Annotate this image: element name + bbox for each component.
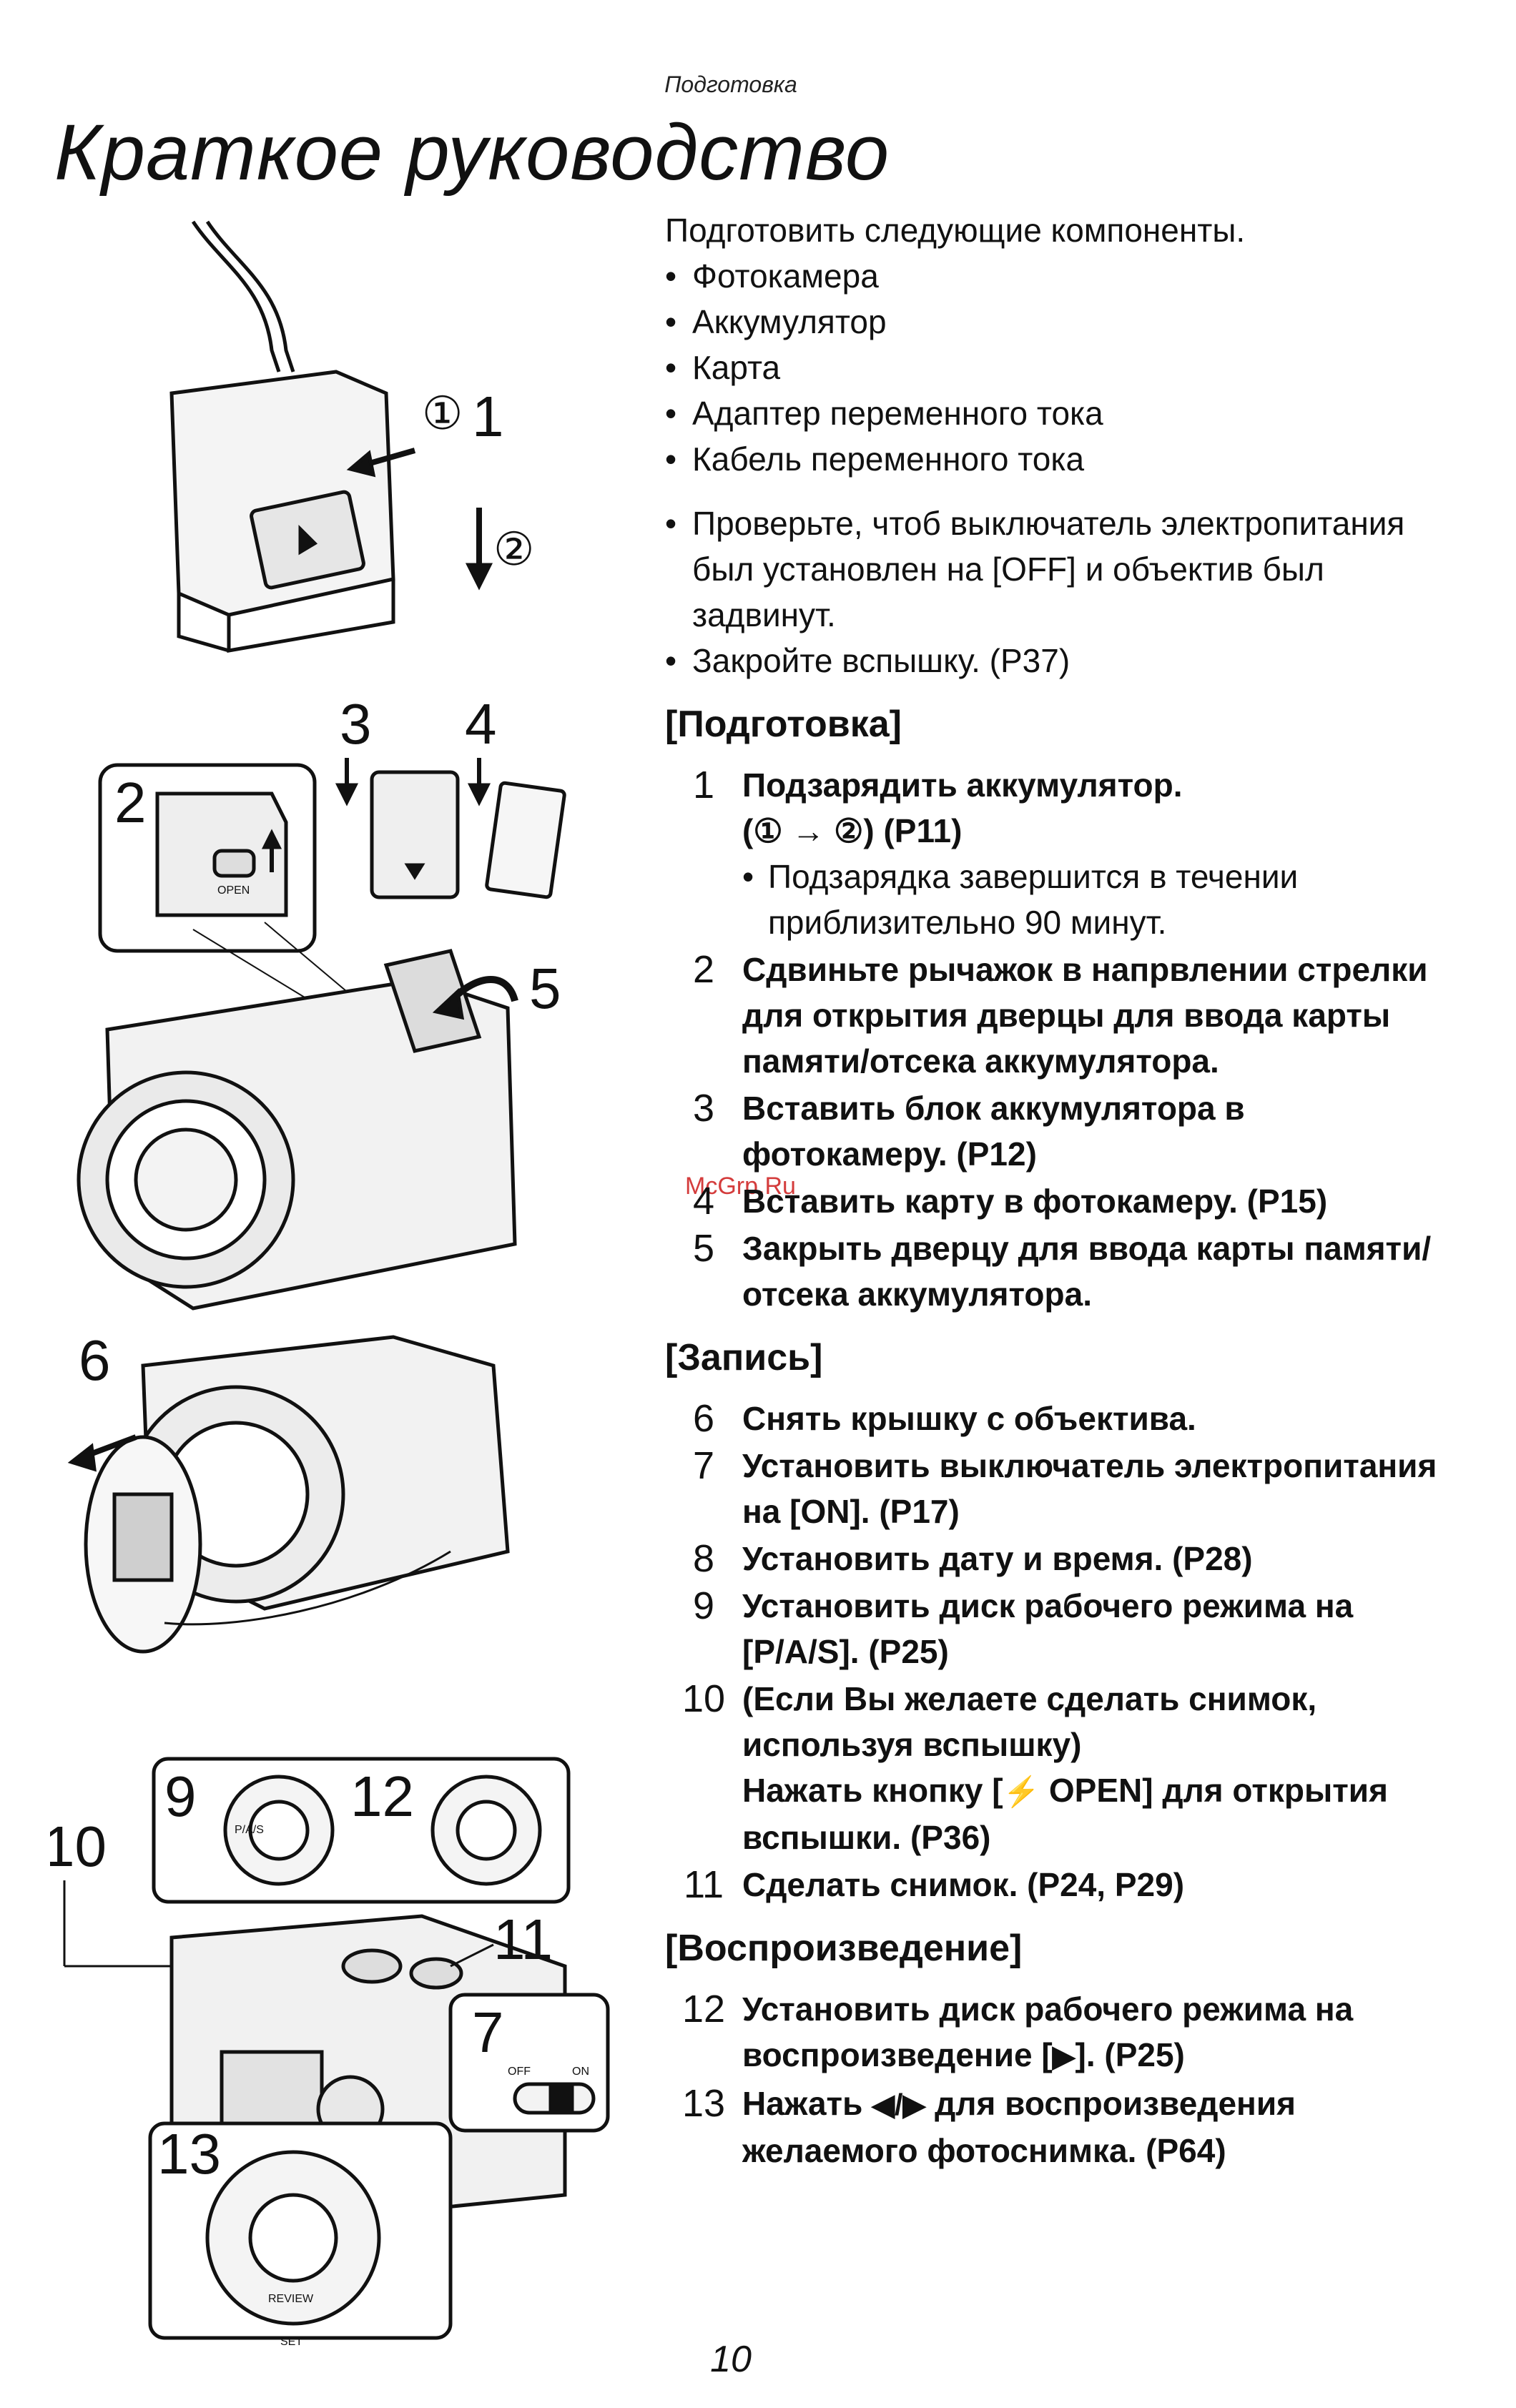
label-7: 7: [472, 2000, 504, 2064]
step-row: 9 Установить диск рабочего режима на [P/…: [665, 1583, 1437, 1674]
list-item: Фотокамера: [665, 253, 1437, 299]
step-text: Нажать ◀/▶ для воспроизведения желаемого…: [742, 2085, 1296, 2169]
check-item: Проверьте, чтоб выключатель электропитан…: [665, 500, 1437, 638]
label-13: 13: [157, 2122, 221, 2186]
section-label: Подготовка: [664, 71, 797, 97]
label-6: 6: [79, 1328, 111, 1392]
list-item: Кабель переменного тока: [665, 436, 1437, 482]
label-2: 2: [114, 771, 147, 834]
step-text: Сдвиньте рычажок в напрвлении стрелки дл…: [742, 951, 1428, 1080]
list-item: Адаптер переменного тока: [665, 390, 1437, 436]
step-row: 4 Вставить карту в фотокамеру. (P15): [665, 1178, 1437, 1224]
step-text: (Если Вы желаете сделать снимок, использ…: [742, 1680, 1317, 1763]
label-3: 3: [340, 692, 372, 756]
flash-icon: ⚡: [1003, 1775, 1040, 1808]
list-item: Карта: [665, 345, 1437, 390]
section-heading-playback: [Воспроизведение]: [665, 1928, 1023, 1969]
review-label: REVIEW: [268, 2293, 314, 2305]
off-label: OFF: [508, 2066, 531, 2078]
step-row: 2 Сдвиньте рычажок в напрвлении стрелки …: [665, 947, 1437, 1084]
label-circle1: ①: [422, 388, 463, 439]
open-label: OPEN: [217, 884, 250, 897]
step-number: 2: [692, 948, 715, 991]
camera-open-door-illustration: [77, 949, 518, 1311]
step-row: 3 Вставить блок аккумулятора в фотокамер…: [665, 1085, 1437, 1177]
label-1: 1: [472, 385, 504, 448]
list-item: Аккумулятор: [665, 299, 1437, 345]
label-12: 12: [350, 1765, 414, 1828]
step-row: 11 Сделать снимок. (P24, P29): [665, 1862, 1437, 1908]
play-icon: ▶: [1052, 2040, 1076, 2073]
label-circle2: ②: [493, 523, 534, 575]
section-heading-record: [Запись]: [665, 1337, 823, 1378]
step-number: 10: [681, 1677, 726, 1720]
camera-lens-cap-illustration: [67, 1335, 510, 1654]
step-text: Вставить блок аккумулятора в фотокамеру.…: [742, 1090, 1245, 1173]
pas-label: P/A/S: [235, 1824, 264, 1836]
step-number: 4: [692, 1180, 715, 1223]
section-heading-prep: [Подготовка]: [665, 704, 902, 745]
intro-lead: Подготовить следующие компоненты.: [665, 212, 1246, 249]
step-row: 8 Установить дату и время. (P28): [665, 1536, 1437, 1582]
page-title: Краткое руководство: [54, 109, 890, 197]
step-text: Установить диск рабочего режима на [P/A/…: [742, 1587, 1354, 1670]
battery-shape: [370, 770, 460, 899]
step-number: 13: [681, 2082, 726, 2125]
instructions-column: Подготовить следующие компоненты. Фотока…: [665, 207, 1437, 2175]
step-number: 7: [692, 1444, 715, 1487]
step-number: 5: [692, 1227, 715, 1270]
step-text: Установить дату и время. (P28): [742, 1540, 1253, 1577]
step-row: 10 (Если Вы желаете сделать снимок, испо…: [665, 1676, 1437, 1860]
step-text: Сделать снимок. (P24, P29): [742, 1866, 1185, 1903]
step-number: 6: [692, 1397, 715, 1440]
check-item: Закройте вспышку. (P37): [665, 638, 1437, 684]
step-text-2: Нажать кнопку [⚡ OPEN] для открытия вспы…: [742, 1772, 1388, 1856]
step-number: 12: [681, 1988, 726, 2030]
charger-illustration: [169, 220, 493, 653]
step-row: 12 Установить диск рабочего режима на во…: [665, 1986, 1437, 2079]
step-note: Подзарядка завершится в течении приблизи…: [742, 854, 1437, 945]
step-text: Снять крышку с объектива.: [742, 1400, 1196, 1437]
page-number: 10: [710, 2339, 752, 2380]
step-number: 1: [692, 764, 715, 806]
watermark: McGrp.Ru: [685, 1173, 796, 1200]
step-text: Установить выключатель электропитания на…: [742, 1447, 1437, 1530]
step-row: 1 Подзарядить аккумулятор. (① → ②) (P11)…: [665, 762, 1437, 945]
step-text: Подзарядить аккумулятор.: [742, 766, 1183, 804]
label-5: 5: [529, 957, 561, 1020]
step-number: 8: [692, 1537, 715, 1580]
step-row: 6 Снять крышку с объектива.: [665, 1396, 1437, 1441]
left-right-arrows-icon: ◀/▶: [872, 2088, 926, 2121]
step-text: Закрыть дверцу для ввода карты памяти/от…: [742, 1230, 1432, 1313]
step-text: Вставить карту в фотокамеру. (P15): [742, 1183, 1328, 1220]
step-number: 3: [692, 1087, 715, 1130]
step-row: 13 Нажать ◀/▶ для воспроизведения желаем…: [665, 2081, 1437, 2173]
on-label: ON: [572, 2066, 589, 2078]
step-row: 7 Установить выключатель электропитания …: [665, 1443, 1437, 1534]
set-label: SET: [280, 2336, 302, 2348]
label-11: 11: [493, 1908, 553, 1971]
step-row: 5 Закрыть дверцу для ввода карты памяти/…: [665, 1225, 1437, 1317]
label-9: 9: [164, 1765, 197, 1828]
illustrations: ① 1 ② 3 4 2 OPEN 5: [50, 220, 610, 2348]
label-10: 10: [50, 1815, 107, 1878]
label-4: 4: [465, 692, 497, 756]
memory-card-shape: [485, 781, 566, 899]
step-ref: (① → ②) (P11): [742, 812, 963, 849]
step-number: 11: [683, 1863, 724, 1906]
step-number: 9: [692, 1584, 715, 1627]
step-text: Установить диск рабочего режима на воспр…: [742, 1990, 1354, 2073]
